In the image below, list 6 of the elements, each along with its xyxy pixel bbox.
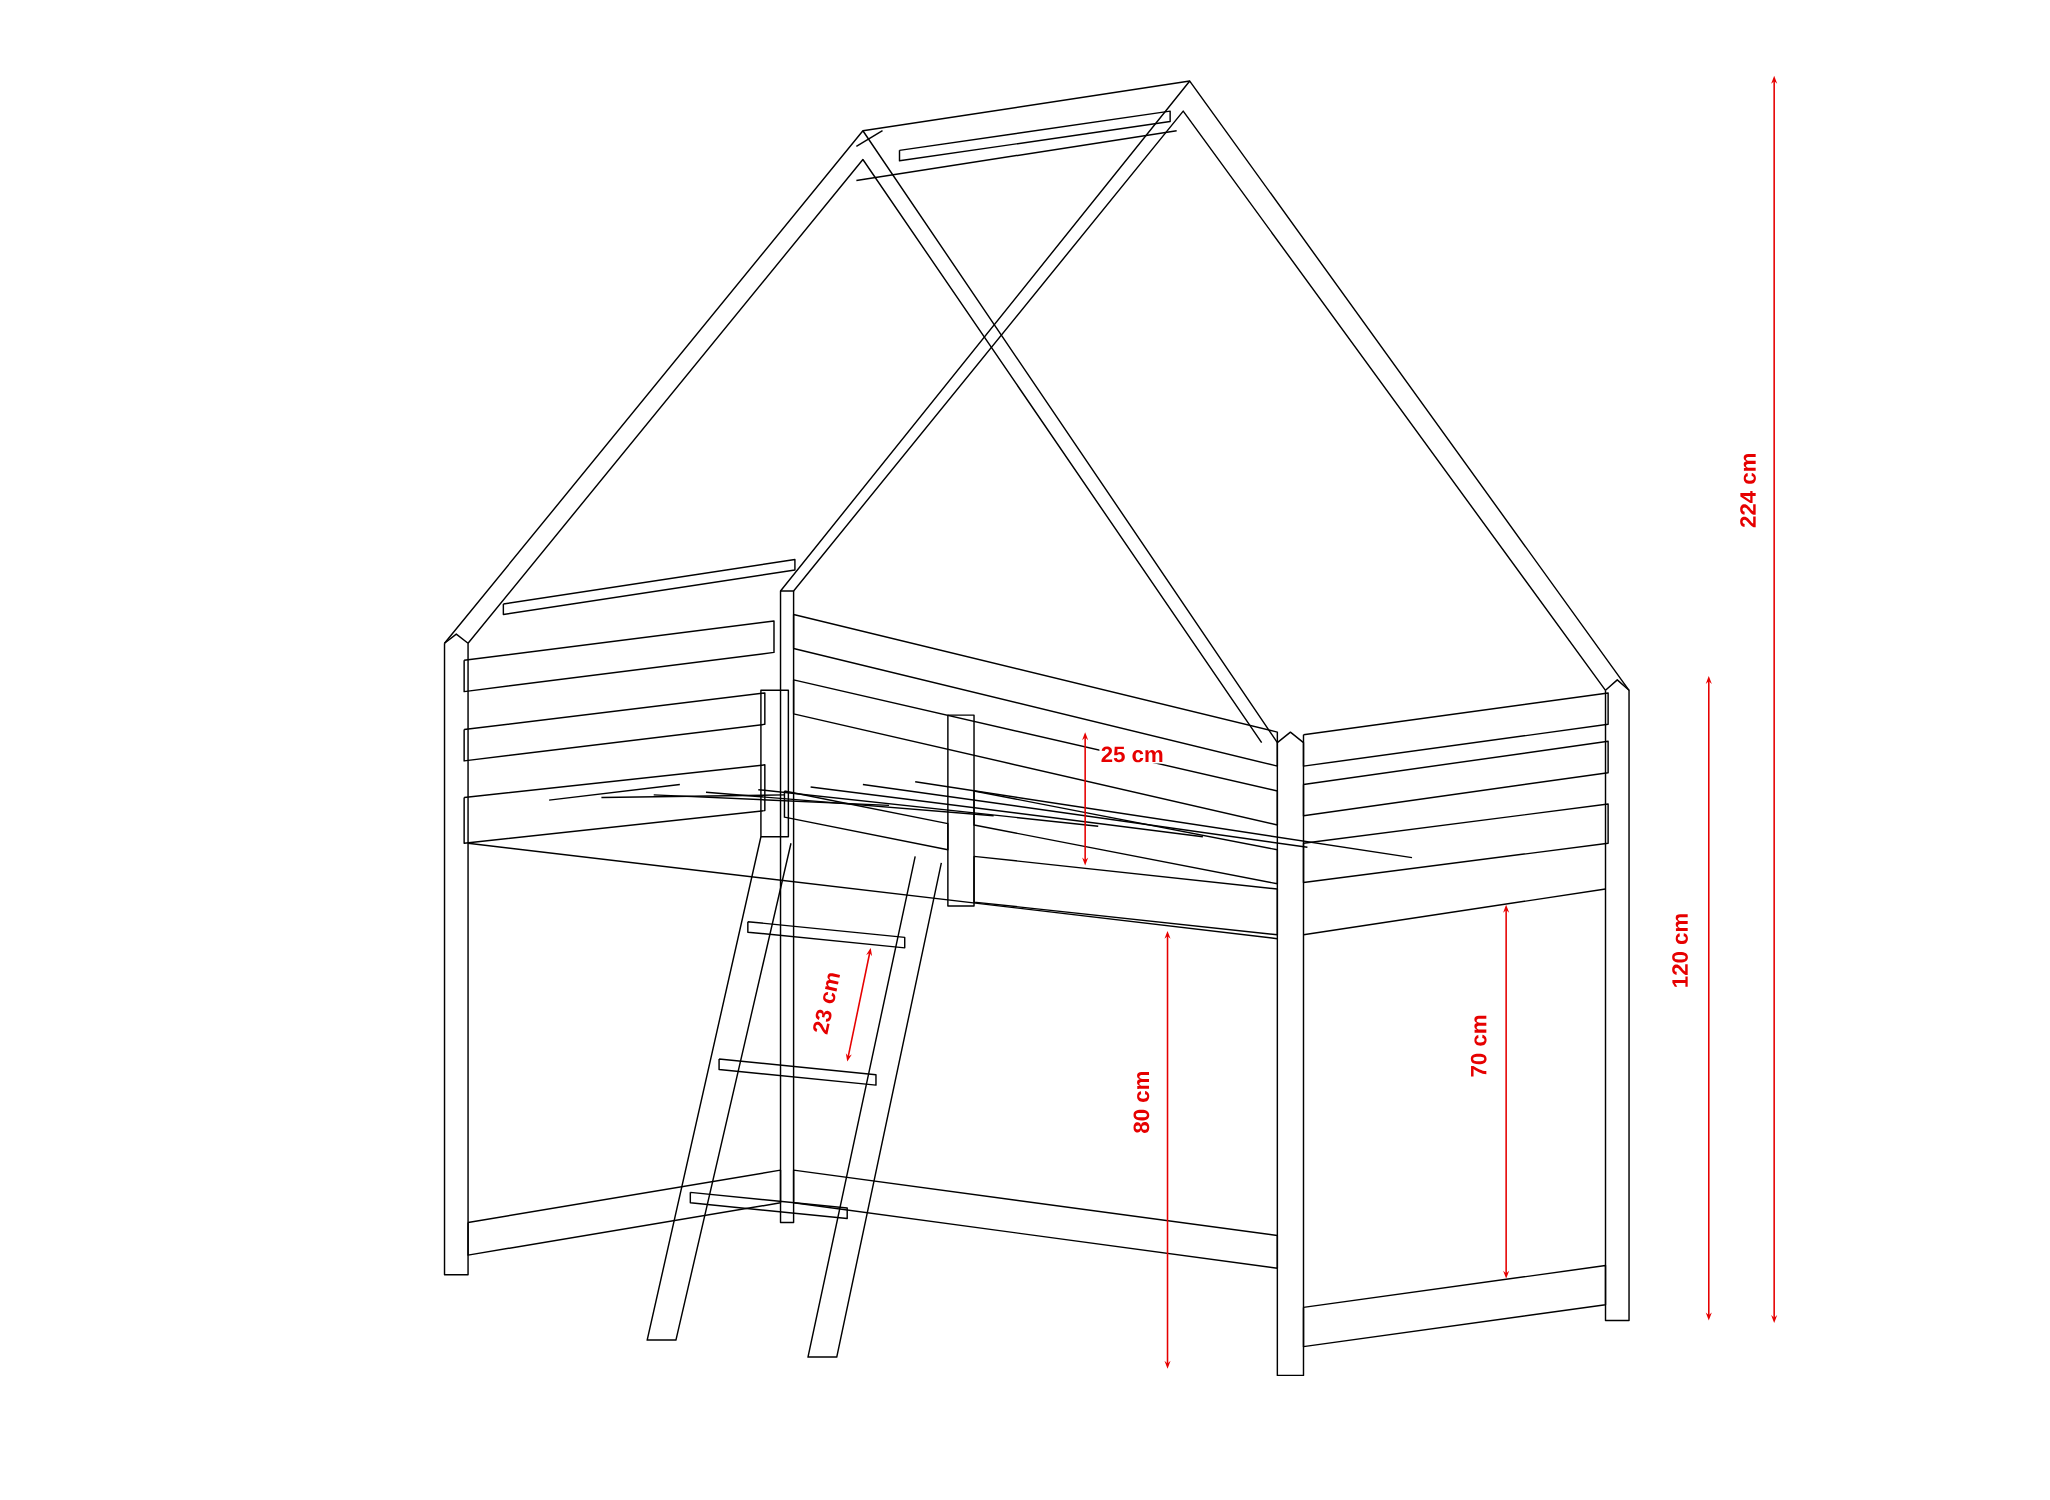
dimension-label: 70 cm	[1469, 1013, 1488, 1079]
dimension-label: 23 cm	[810, 968, 843, 1037]
dimension-label: 120 cm	[1670, 911, 1690, 990]
dimension-label: 224 cm	[1738, 451, 1758, 530]
dimension-label: 25 cm	[1099, 745, 1166, 764]
dimension-label: 80 cm	[1132, 1069, 1151, 1136]
